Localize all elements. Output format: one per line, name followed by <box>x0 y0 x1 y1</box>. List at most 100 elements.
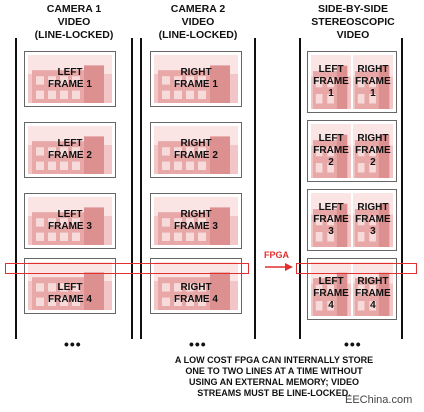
continuation-dots: ••• <box>64 336 82 352</box>
frame-label-line: FRAME <box>355 214 391 225</box>
camera1-frame-1: LEFT FRAME 1 <box>24 51 116 107</box>
frame-label-line: FRAME <box>313 288 349 300</box>
continuation-dots: ••• <box>344 336 362 352</box>
line-highlight-band-cameras <box>5 263 249 274</box>
camera2-header: CAMERA 2 VIDEO (LINE-LOCKED) <box>148 3 248 42</box>
frame-label: LEFT FRAME 4 <box>25 282 115 306</box>
frame-label-line: LEFT <box>318 133 344 144</box>
header-line: VIDEO <box>57 16 91 28</box>
frame-label-line: FRAME 3 <box>48 221 92 232</box>
frame-label-line: LEFT <box>318 64 344 75</box>
frame-label-line: 1 <box>370 88 376 99</box>
frame-label-line: FRAME 4 <box>48 293 92 305</box>
frame-label-line: 2 <box>328 157 334 168</box>
continuation-dots: ••• <box>189 336 207 352</box>
camera2-frame-4: RIGHT FRAME 4 <box>150 258 242 314</box>
frame-label-line: RIGHT <box>180 209 212 220</box>
divider-line <box>131 38 133 339</box>
building-image <box>154 55 238 103</box>
building-image <box>28 126 112 174</box>
frame-label-line: LEFT <box>318 202 344 213</box>
frame-label-line: 3 <box>328 226 334 237</box>
frame-label-line: FRAME <box>313 214 349 225</box>
frame-label-line: RIGHT <box>357 133 389 144</box>
frame-label-line: FRAME <box>355 288 391 300</box>
frame-label-line: RIGHT <box>180 281 212 293</box>
frame-label-line: LEFT <box>318 276 344 288</box>
camera1-frame-3: LEFT FRAME 3 <box>24 193 116 249</box>
frame-label-line: RIGHT <box>180 67 212 78</box>
frame-label: RIGHT FRAME 2 <box>151 138 241 162</box>
building-image <box>28 55 112 103</box>
divider-line <box>401 38 403 339</box>
caption-line: STREAMS MUST BE LINE-LOCKED. <box>197 388 351 398</box>
frame-label-line: RIGHT <box>357 202 389 213</box>
frame-label: LEFT FRAME 1 <box>25 67 115 91</box>
frame-label-line: FRAME <box>355 145 391 156</box>
frame-label-line: 4 <box>328 300 334 312</box>
building-image <box>154 262 238 310</box>
frame-label-line: 1 <box>328 88 334 99</box>
watermark: EEChina.com <box>345 394 413 406</box>
frame-label-line: RIGHT <box>180 138 212 149</box>
frame-label-line: 4 <box>370 300 376 312</box>
camera2-frame-3: RIGHT FRAME 3 <box>150 193 242 249</box>
camera1-frame-4: LEFT FRAME 4 <box>24 258 116 314</box>
divider-line <box>299 38 301 339</box>
frame-label: RIGHT FRAME 3 <box>151 209 241 233</box>
header-line: VIDEO <box>336 29 370 41</box>
header-line: VIDEO <box>181 16 215 28</box>
frame-label-line: FRAME 1 <box>174 79 218 90</box>
building-image <box>154 126 238 174</box>
frame-label-line: LEFT <box>57 281 83 293</box>
frame-label-line: LEFT <box>57 138 83 149</box>
frame-label-line: FRAME 2 <box>48 150 92 161</box>
header-line: CAMERA 2 <box>170 3 226 15</box>
caption-line: ONE TO TWO LINES AT A TIME WITHOUT <box>185 366 363 376</box>
frame-label-line: LEFT <box>57 67 83 78</box>
frame-label: RIGHT FRAME 1 <box>151 67 241 91</box>
frame-label: RIGHT FRAME 4 <box>151 282 241 306</box>
frame-label-line: FRAME 3 <box>174 221 218 232</box>
frame-label-line: FRAME 4 <box>174 293 218 305</box>
camera1-header: CAMERA 1 VIDEO (LINE-LOCKED) <box>24 3 124 42</box>
camera2-frame-1: RIGHT FRAME 1 <box>150 51 242 107</box>
frame-label-line: FRAME 2 <box>174 150 218 161</box>
frame-label-line: 2 <box>370 157 376 168</box>
header-line: CAMERA 1 <box>46 3 102 15</box>
arrow-right-icon <box>265 263 293 271</box>
fpga-label: FPGA <box>264 250 290 260</box>
header-line: STEREOSCOPIC <box>311 16 395 28</box>
frame-label-line: FRAME <box>313 145 349 156</box>
frame-label-line: LEFT <box>57 209 83 220</box>
camera2-frame-2: RIGHT FRAME 2 <box>150 122 242 178</box>
camera1-frame-2: LEFT FRAME 2 <box>24 122 116 178</box>
header-line: SIDE-BY-SIDE <box>317 3 388 15</box>
frame-label-line: RIGHT <box>357 276 389 288</box>
caption-line: USING AN EXTERNAL MEMORY; VIDEO <box>188 377 359 387</box>
divider-line <box>140 38 142 339</box>
frame-label-line: RIGHT <box>357 64 389 75</box>
